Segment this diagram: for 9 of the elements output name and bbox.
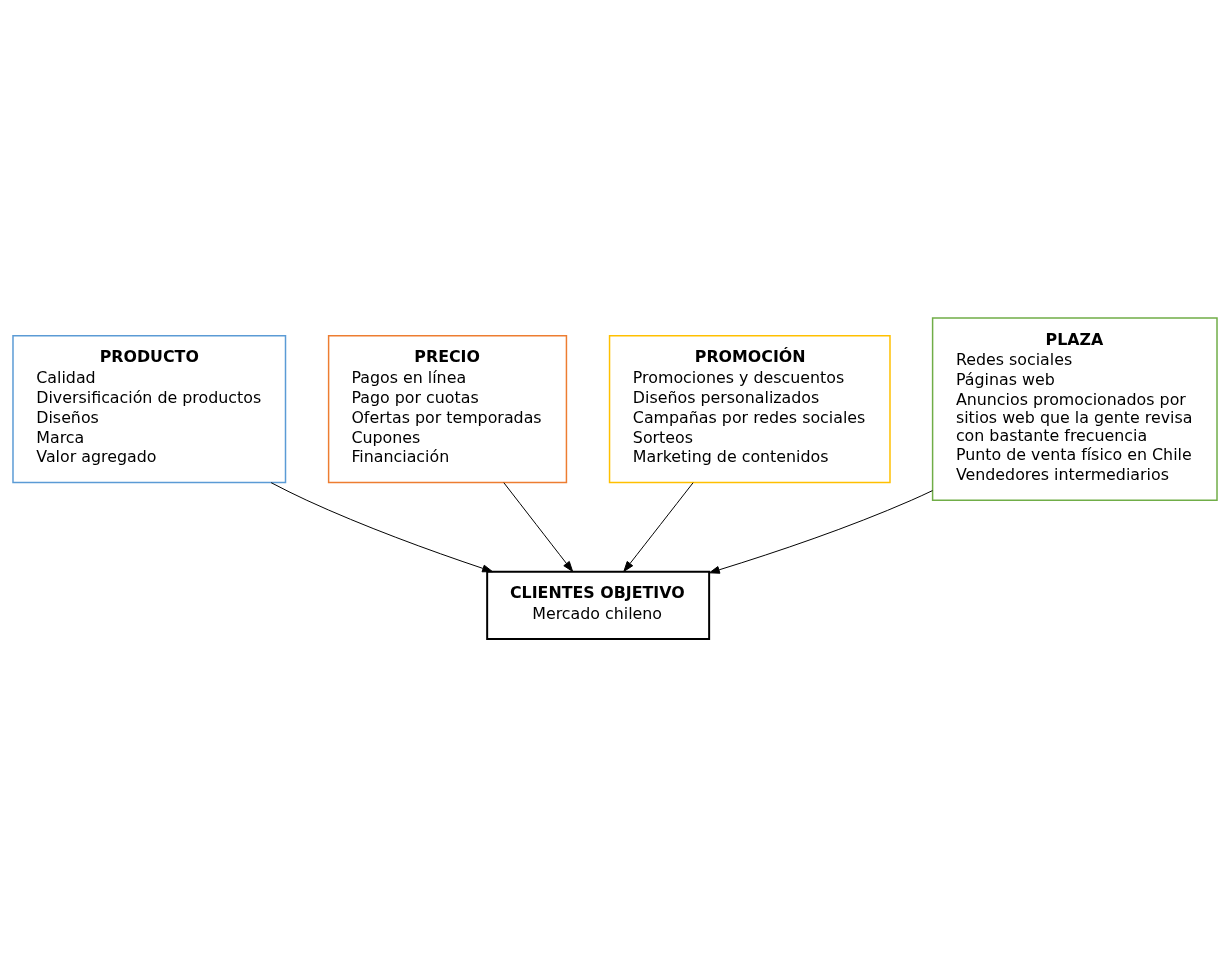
node-box: PLAZA Redes sociales Páginas web Anuncios promocionados por sitios web que la gente revisa con bastante frecuencia Punto de venta físico en Chile Vendedores intermediarios bbox=[931, 316, 1218, 501]
node-box: CLIENTES OBJETIVO Mercado chileno bbox=[486, 570, 711, 640]
arrow bbox=[270, 481, 494, 572]
node-box: PROMOCIÓN Promociones y descuentos Diseños personalizados Campañas por redes sociales Sorteos Marketing de contenidos bbox=[608, 334, 891, 483]
node-box: PRECIO Pagos en línea Pago por cuotas Ofertas por temporadas Cupones Financiación bbox=[327, 334, 568, 483]
arrow bbox=[503, 481, 574, 572]
node-box: PRODUCTO Calidad Diversificación de productos Diseños Marca Valor agregado bbox=[12, 334, 287, 483]
arrow bbox=[623, 481, 694, 572]
arrow bbox=[708, 489, 933, 574]
